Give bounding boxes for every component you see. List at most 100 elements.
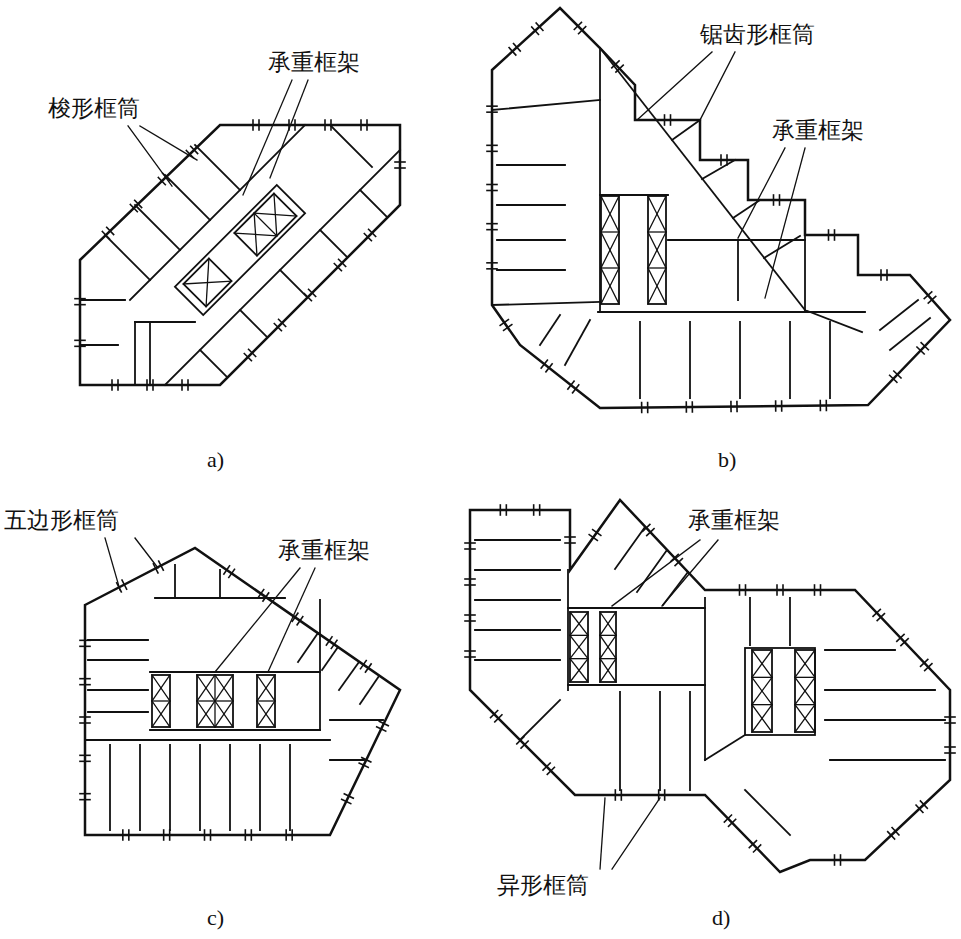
bracing-line <box>795 677 815 704</box>
column-tick <box>500 505 502 515</box>
core-cell <box>648 196 666 304</box>
bracing-line <box>197 701 215 727</box>
column-tick <box>152 380 154 390</box>
column-tick <box>153 564 158 573</box>
leader-lines <box>105 52 805 869</box>
column-tick <box>736 401 738 411</box>
column-tick <box>75 298 85 300</box>
column-tick <box>615 790 617 800</box>
bracing-line <box>601 196 619 232</box>
bracing-line <box>183 258 231 306</box>
column-tick <box>487 105 497 107</box>
column-tick <box>360 120 362 130</box>
column-tick <box>465 656 475 658</box>
core-cell <box>795 650 815 732</box>
core-frame <box>601 196 666 304</box>
bracing-line <box>752 705 772 732</box>
column-tick <box>130 204 137 211</box>
column-tick <box>897 634 904 641</box>
core-frame <box>570 612 815 732</box>
bracing-line <box>601 232 619 268</box>
column-tick <box>924 292 931 299</box>
column-tick <box>945 716 955 718</box>
beams <box>475 527 945 835</box>
column-tick <box>365 664 371 672</box>
bracing-line <box>600 635 616 658</box>
part-label: 五边形框筒 <box>4 508 119 533</box>
subfigure-caption: a) <box>207 448 224 472</box>
column-tick <box>80 793 90 795</box>
column-tick <box>324 120 326 130</box>
column-tick <box>210 830 212 840</box>
column-tick <box>670 115 672 125</box>
bracing-line <box>648 268 666 304</box>
column-tick <box>75 304 85 306</box>
bracing-line <box>570 635 588 658</box>
bracing-line <box>570 612 588 635</box>
column-tick <box>890 375 897 382</box>
column-tick <box>465 542 475 544</box>
tube-outline <box>85 548 400 835</box>
column-tick <box>159 561 164 570</box>
column-tick <box>487 111 497 113</box>
core-cell <box>234 193 296 255</box>
column-tick <box>487 268 497 270</box>
bracing-line <box>257 701 275 727</box>
bracing-line <box>152 675 170 701</box>
bracing-line <box>570 659 588 682</box>
column-tick <box>574 22 581 29</box>
subfigure-caption: b) <box>718 448 736 472</box>
bracing-line <box>197 700 215 701</box>
plan-c <box>85 548 400 835</box>
bracing-line <box>600 658 616 659</box>
column-tick <box>181 380 183 390</box>
column-tick <box>506 505 508 515</box>
column-tick <box>117 380 119 390</box>
bracing-line <box>752 677 772 704</box>
column-tick <box>819 401 821 411</box>
bracing-line <box>215 701 233 727</box>
beams <box>492 48 930 398</box>
column-tick <box>487 151 497 153</box>
core-cell <box>183 258 231 306</box>
column-tick <box>729 819 736 826</box>
column-tick <box>80 716 90 718</box>
column-tick <box>945 752 955 754</box>
bracing-line <box>600 635 616 658</box>
column-tick <box>517 737 524 744</box>
column-tick <box>945 746 955 748</box>
column-tick <box>362 758 371 762</box>
column-tick <box>285 830 287 840</box>
bracing-line <box>600 659 616 682</box>
column-tick <box>135 200 142 207</box>
core-frame <box>175 185 305 315</box>
column-tick <box>565 536 575 538</box>
column-tick <box>720 155 722 165</box>
bracing-line <box>795 705 815 732</box>
column-tick <box>75 340 85 342</box>
core-cell <box>257 675 275 727</box>
column-tick <box>107 227 114 234</box>
bracing-line <box>254 193 296 235</box>
bracing-line <box>795 704 815 705</box>
bracing-line <box>648 196 666 232</box>
column-tick <box>621 790 623 800</box>
column-tick <box>664 115 666 125</box>
bracing-line <box>795 650 815 677</box>
column-tick <box>888 832 895 839</box>
column-tick <box>886 270 888 280</box>
column-tick <box>782 585 784 595</box>
bracing-line <box>254 193 296 235</box>
bracing-line <box>600 612 616 635</box>
column-tick <box>877 614 884 621</box>
column-tick <box>491 711 498 718</box>
part-label: 承重框架 <box>772 118 864 143</box>
column-tick <box>487 184 497 186</box>
column-tick <box>465 548 475 550</box>
tube-outline <box>80 125 400 385</box>
column-tick <box>565 542 575 544</box>
column-tick <box>685 402 687 412</box>
column-tick <box>291 830 293 840</box>
bracing-line <box>752 650 772 677</box>
column-tick <box>465 578 475 580</box>
